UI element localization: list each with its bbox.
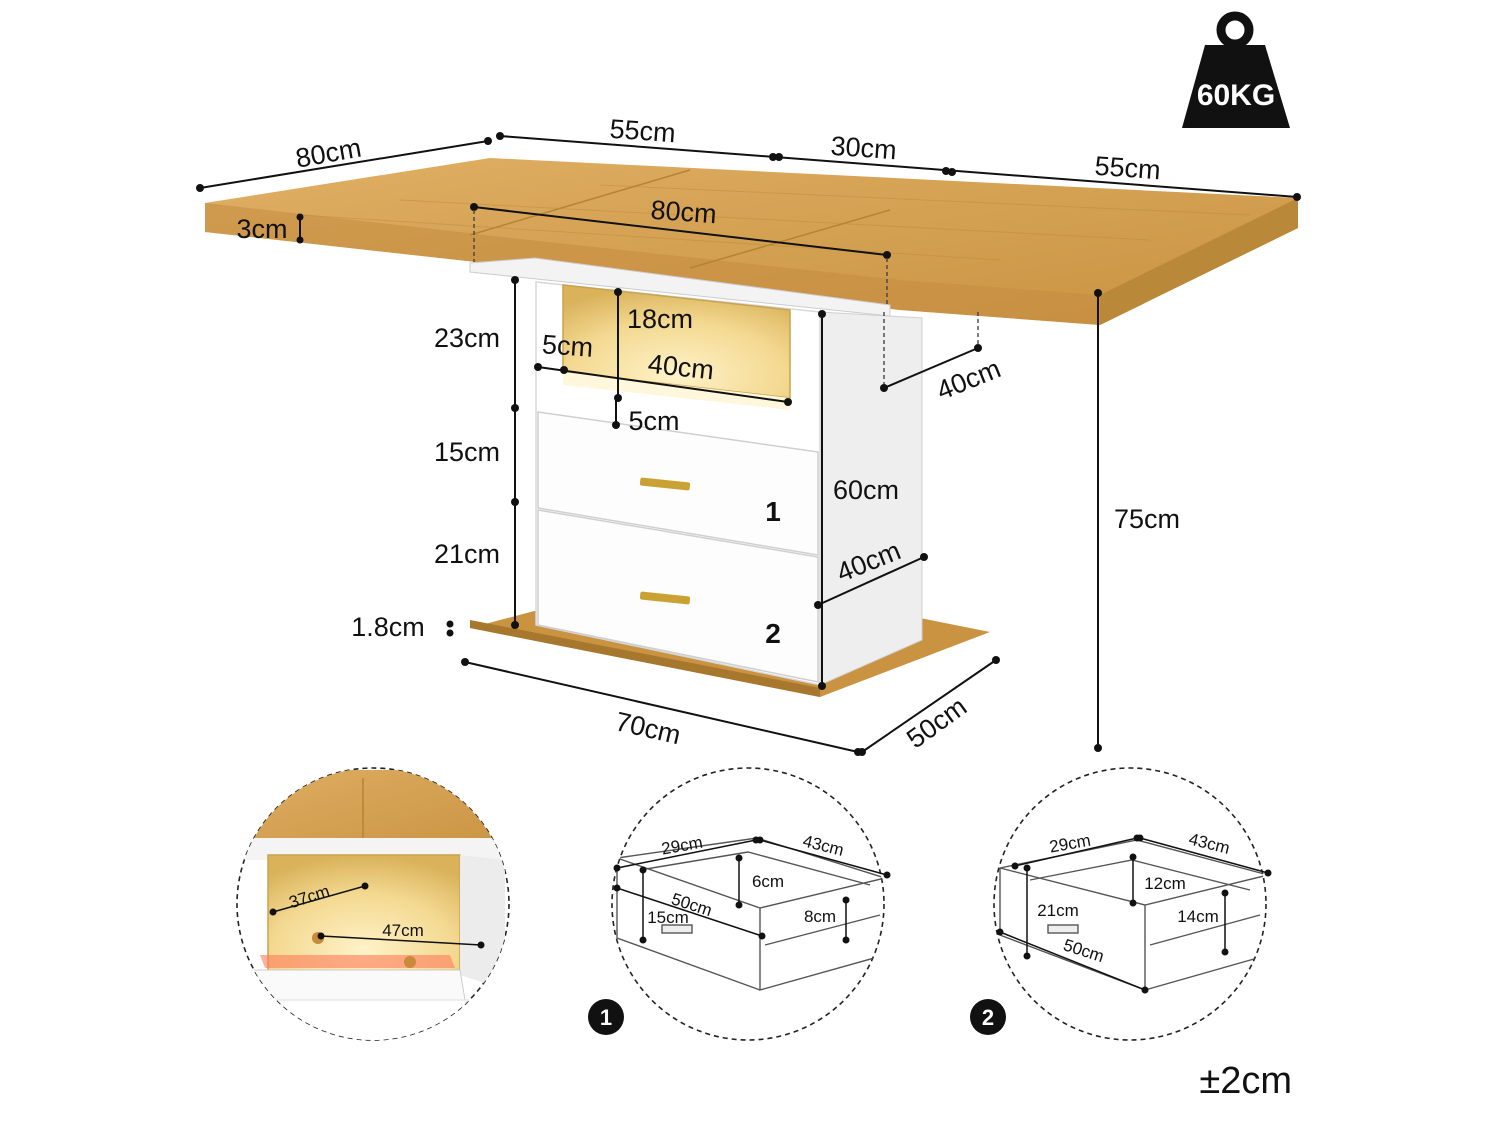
label-base-width: 70cm bbox=[612, 706, 683, 750]
label-cabinet-height: 60cm bbox=[833, 475, 899, 505]
tolerance-note: ±2cm bbox=[1199, 1060, 1292, 1102]
drawer1-badge: 1 bbox=[600, 1005, 612, 1030]
label-drawer1-inner: 6cm bbox=[752, 872, 784, 891]
label-total-height: 75cm bbox=[1114, 504, 1180, 534]
label-base-thickness: 1.8cm bbox=[351, 612, 425, 642]
drawer1-handle[interactable] bbox=[639, 477, 691, 491]
label-drawer2-inner: 12cm bbox=[1144, 874, 1186, 893]
weight-label: 60KG bbox=[1197, 79, 1275, 112]
weight-icon: 60KG bbox=[1182, 11, 1290, 128]
label-light-width: 40cm bbox=[647, 349, 716, 386]
dimension-lines bbox=[196, 132, 1301, 756]
label-leaf-right: 55cm bbox=[1094, 151, 1162, 186]
drawer2-badge: 2 bbox=[982, 1005, 994, 1030]
drawer2-handle[interactable] bbox=[639, 591, 691, 605]
drawer2-number: 2 bbox=[765, 618, 781, 649]
label-light-side-margin: 5cm bbox=[541, 329, 594, 362]
label-middle-extension: 30cm bbox=[830, 131, 898, 166]
label-drawer2-outer: 21cm bbox=[1037, 901, 1079, 920]
label-drawer1-outer: 15cm bbox=[647, 908, 689, 927]
label-drawer2-height: 21cm bbox=[434, 539, 500, 569]
label-leaf-left: 55cm bbox=[609, 114, 677, 149]
cabinet: 1 2 bbox=[470, 281, 990, 697]
label-top-depth: 80cm bbox=[293, 133, 363, 174]
label-light-height: 18cm bbox=[627, 304, 693, 334]
label-top-thickness: 3cm bbox=[236, 214, 287, 244]
label-drawer2-back: 14cm bbox=[1177, 907, 1219, 926]
label-extension-depth: 40cm bbox=[932, 353, 1004, 406]
label-drawer1-height: 15cm bbox=[434, 437, 500, 467]
detail-drawer2: 29cm 43cm 12cm 21cm 50cm 14cm 2 bbox=[970, 767, 1272, 1041]
label-light-bottom-margin: 5cm bbox=[628, 406, 679, 436]
label-drawer1-back: 8cm bbox=[804, 907, 836, 926]
detail-drawer1: 29cm 43cm 6cm 15cm 50cm 8cm 1 bbox=[588, 767, 891, 1041]
label-top-compartment: 23cm bbox=[434, 323, 500, 353]
label-center-opening: 80cm bbox=[650, 195, 718, 230]
table-top bbox=[205, 158, 1298, 325]
label-compartment-width: 47cm bbox=[382, 921, 424, 940]
detail-compartment: 37cm 47cm bbox=[236, 767, 510, 1041]
drawer1-number: 1 bbox=[765, 496, 781, 527]
